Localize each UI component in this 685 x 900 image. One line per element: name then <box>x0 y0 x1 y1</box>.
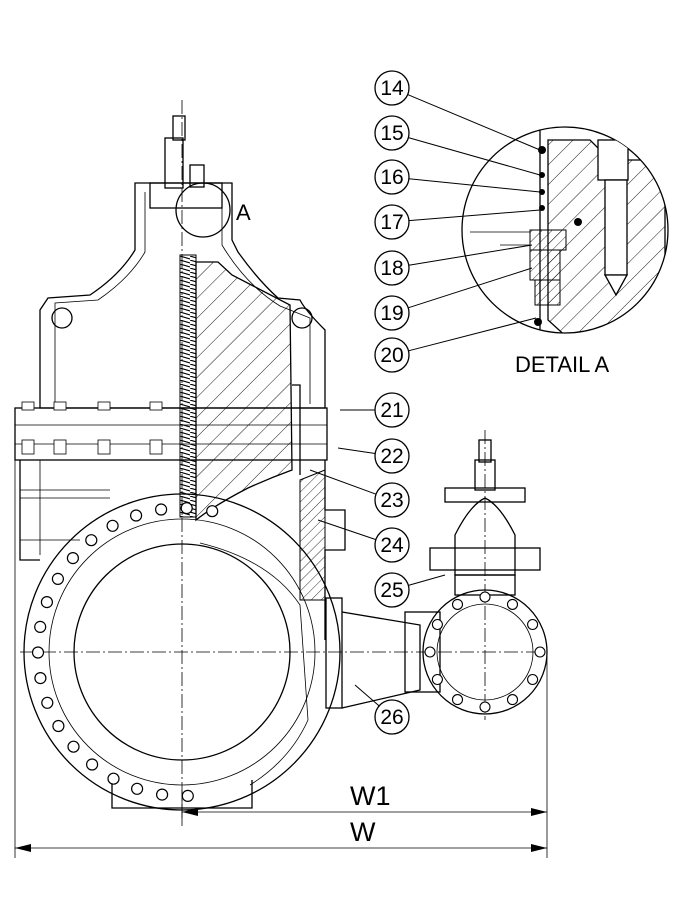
bolt-hole <box>451 598 464 610</box>
callout-15: 15 <box>374 115 541 176</box>
bolt-hole <box>52 719 65 733</box>
bolt-hole <box>106 519 119 532</box>
callout-balloon <box>374 699 410 735</box>
bolt-hole <box>155 503 168 516</box>
dimension-lines <box>14 460 548 858</box>
bolt-hole <box>479 591 491 603</box>
detail-a-view <box>461 126 669 334</box>
callout-leader <box>408 209 541 222</box>
callout-number: 14 <box>380 77 404 100</box>
callout-number: 19 <box>380 302 403 325</box>
flange-bolt-holes <box>31 502 219 803</box>
bolt-hole <box>506 694 519 706</box>
callout-balloon <box>374 159 410 195</box>
callout-leader <box>408 317 537 352</box>
callout-number: 16 <box>380 166 403 189</box>
callout-25: 25 <box>374 572 446 608</box>
bolt-hole <box>527 673 539 686</box>
callout-balloon <box>374 438 410 474</box>
callout-20: 20 <box>374 317 537 373</box>
callout-number: 15 <box>380 122 403 145</box>
detail-a-title: DETAIL A <box>515 352 609 377</box>
callout-leader <box>354 684 380 707</box>
bolt-hole <box>181 789 194 803</box>
bolt-hole <box>131 782 144 795</box>
callout-22: 22 <box>337 438 410 474</box>
callout-number: 26 <box>380 706 403 729</box>
bolt-hole <box>431 618 443 631</box>
callout-balloons: 14 15 16 17 18 19 20 21 22 23 24 25 26 <box>309 70 541 735</box>
callout-number: 25 <box>380 579 403 602</box>
bolt-hole <box>85 534 98 547</box>
callout-16: 16 <box>374 159 541 195</box>
bolt-hole <box>107 772 120 785</box>
callout-balloon <box>374 115 410 151</box>
bypass-bolt-holes <box>424 591 546 713</box>
callout-17: 17 <box>374 204 541 240</box>
callout-balloon <box>374 70 410 106</box>
bolt-hole <box>479 701 491 713</box>
bolt-hole <box>66 551 80 565</box>
bolt-hole <box>34 671 47 685</box>
dimension-w-label: W <box>350 817 376 847</box>
callout-balloon <box>374 204 410 240</box>
callout-balloon <box>374 250 410 286</box>
callout-26: 26 <box>354 684 410 735</box>
callout-number: 23 <box>380 489 403 512</box>
callout-number: 22 <box>380 445 403 468</box>
bypass-valve <box>325 430 548 720</box>
bolt-hole <box>431 673 443 686</box>
callout-balloon <box>374 295 410 331</box>
bolt-hole <box>527 618 539 631</box>
callout-leader <box>408 244 533 266</box>
bolt-hole <box>85 758 99 771</box>
bolt-hole <box>41 696 54 709</box>
callout-balloon <box>374 337 410 373</box>
callout-leader <box>407 94 541 151</box>
bolt-hole <box>506 598 519 610</box>
callout-leader <box>408 137 541 176</box>
callout-leader <box>309 469 377 495</box>
callout-leader <box>337 447 376 454</box>
bolt-hole <box>206 505 219 518</box>
detail-a-marker-circle <box>175 182 231 238</box>
bolt-hole <box>130 509 143 522</box>
callout-balloon <box>374 482 410 518</box>
bolt-hole <box>31 646 45 659</box>
callout-number: 20 <box>380 344 403 367</box>
bolt-hole <box>40 595 54 609</box>
callout-14: 14 <box>374 70 541 151</box>
callout-number: 21 <box>380 399 403 422</box>
bolt-hole <box>424 646 436 658</box>
bolt-hole <box>534 646 546 658</box>
bolt-hole <box>51 572 65 586</box>
callout-leader <box>408 178 541 193</box>
callout-balloon <box>374 572 410 608</box>
callout-balloon <box>374 392 410 428</box>
callout-leader <box>317 519 377 541</box>
callout-leader <box>408 574 446 586</box>
callout-number: 24 <box>380 534 404 557</box>
callout-19: 19 <box>374 267 533 331</box>
detail-a-marker-label: A <box>236 200 251 225</box>
bolt-hole <box>34 620 47 634</box>
callout-18: 18 <box>374 244 533 286</box>
callout-24: 24 <box>317 519 410 563</box>
callout-balloon <box>374 527 410 563</box>
callout-23: 23 <box>309 469 410 518</box>
valve-body <box>14 100 545 820</box>
dimension-w1-label: W1 <box>350 781 391 811</box>
callout-number: 18 <box>380 257 403 280</box>
callout-leader <box>408 267 533 309</box>
callout-number: 17 <box>380 211 403 234</box>
bolt-hole <box>67 740 80 753</box>
bolt-hole <box>156 788 169 801</box>
bolt-hole <box>180 502 193 515</box>
bolt-hole <box>451 694 464 706</box>
callout-21: 21 <box>340 392 410 428</box>
